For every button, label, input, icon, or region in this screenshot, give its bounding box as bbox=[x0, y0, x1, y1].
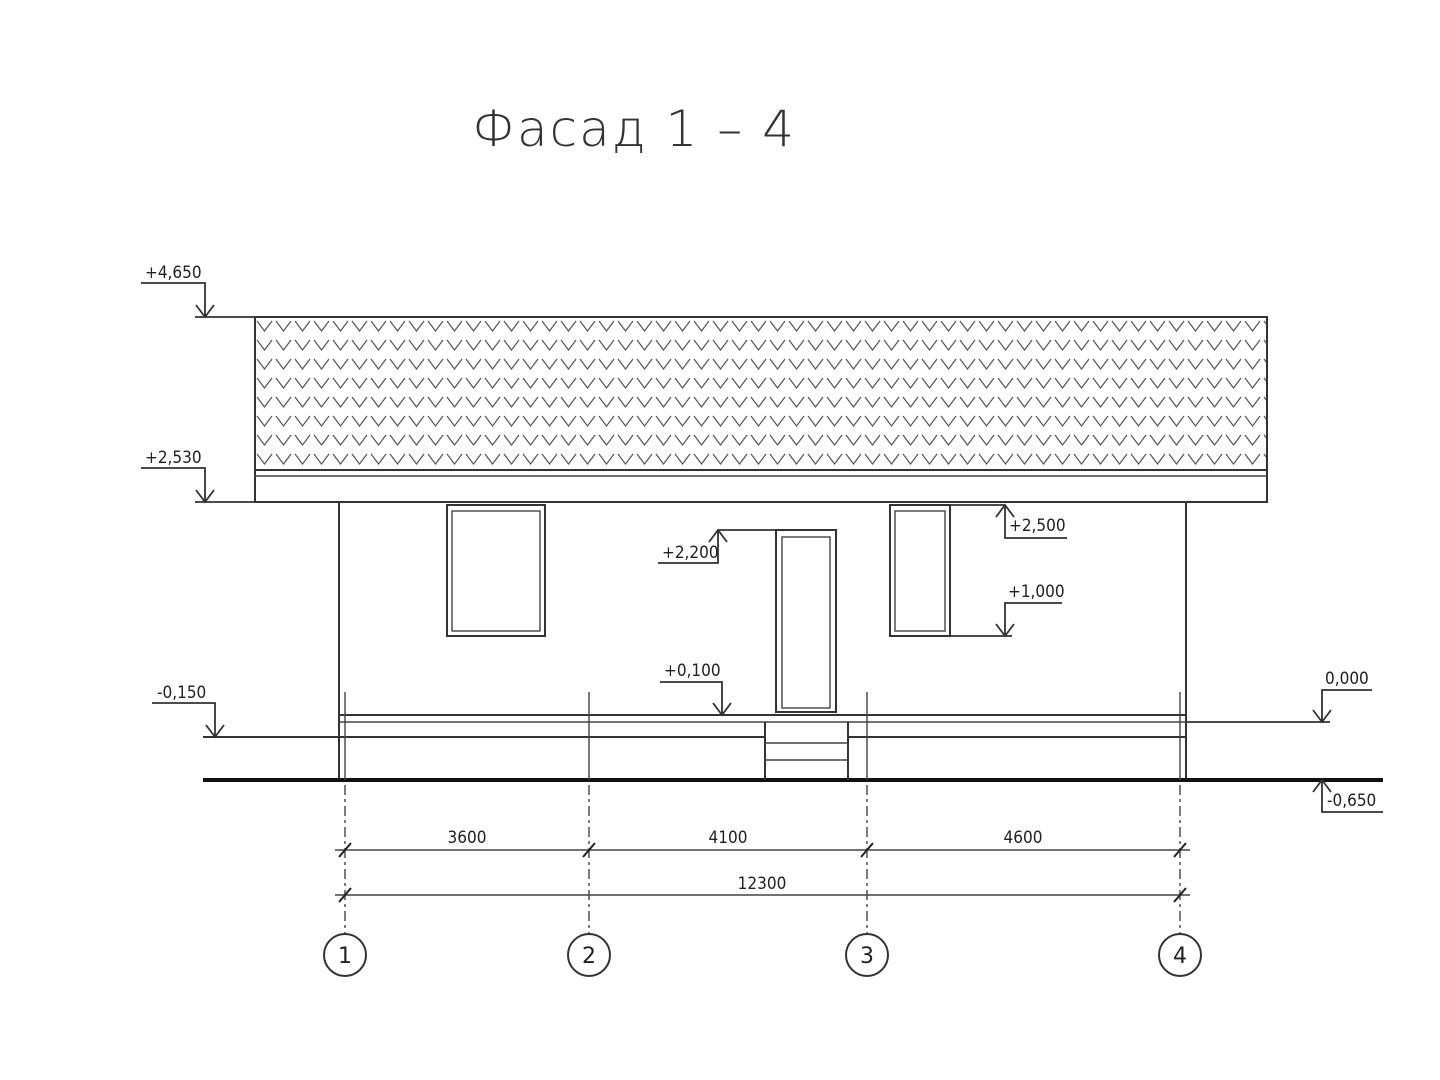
elev-window-top: +2,500 bbox=[1009, 516, 1066, 536]
roof bbox=[254, 316, 1268, 503]
window-right bbox=[889, 504, 951, 637]
axis-label: 3 bbox=[860, 944, 874, 969]
drawing-title: Фасад 1 – 4 bbox=[472, 100, 796, 158]
elev-door-top: +2,200 bbox=[662, 543, 719, 563]
elev-plinth: -0,150 bbox=[157, 683, 206, 703]
elev-window-sill: +1,000 bbox=[1008, 582, 1065, 602]
elev-roof-top: +4,650 bbox=[145, 263, 202, 283]
steps bbox=[764, 722, 849, 780]
elev-floor: 0,000 bbox=[1325, 669, 1369, 689]
dim-span-2-3: 4100 bbox=[709, 828, 748, 848]
elevation-marks bbox=[141, 282, 1383, 813]
dim-total: 12300 bbox=[738, 874, 787, 894]
elev-ground: -0,650 bbox=[1327, 791, 1376, 811]
axis-3: 3 bbox=[845, 692, 889, 977]
grid-axes: 1 2 3 4 bbox=[323, 692, 1202, 977]
dimension-lines: 3600 4100 4600 12300 bbox=[335, 828, 1190, 903]
axis-1: 1 bbox=[323, 692, 367, 977]
wall bbox=[203, 502, 1383, 782]
axis-4: 4 bbox=[1158, 692, 1202, 977]
dim-span-1-2: 3600 bbox=[448, 828, 487, 848]
window-left bbox=[446, 504, 546, 637]
axis-label: 1 bbox=[338, 944, 352, 969]
dim-span-3-4: 4600 bbox=[1004, 828, 1043, 848]
axis-label: 4 bbox=[1173, 944, 1187, 969]
axis-2: 2 bbox=[567, 692, 611, 977]
elev-eaves: +2,530 bbox=[145, 448, 202, 468]
door bbox=[775, 529, 837, 713]
axis-label: 2 bbox=[582, 944, 596, 969]
elev-porch: +0,100 bbox=[664, 661, 721, 681]
